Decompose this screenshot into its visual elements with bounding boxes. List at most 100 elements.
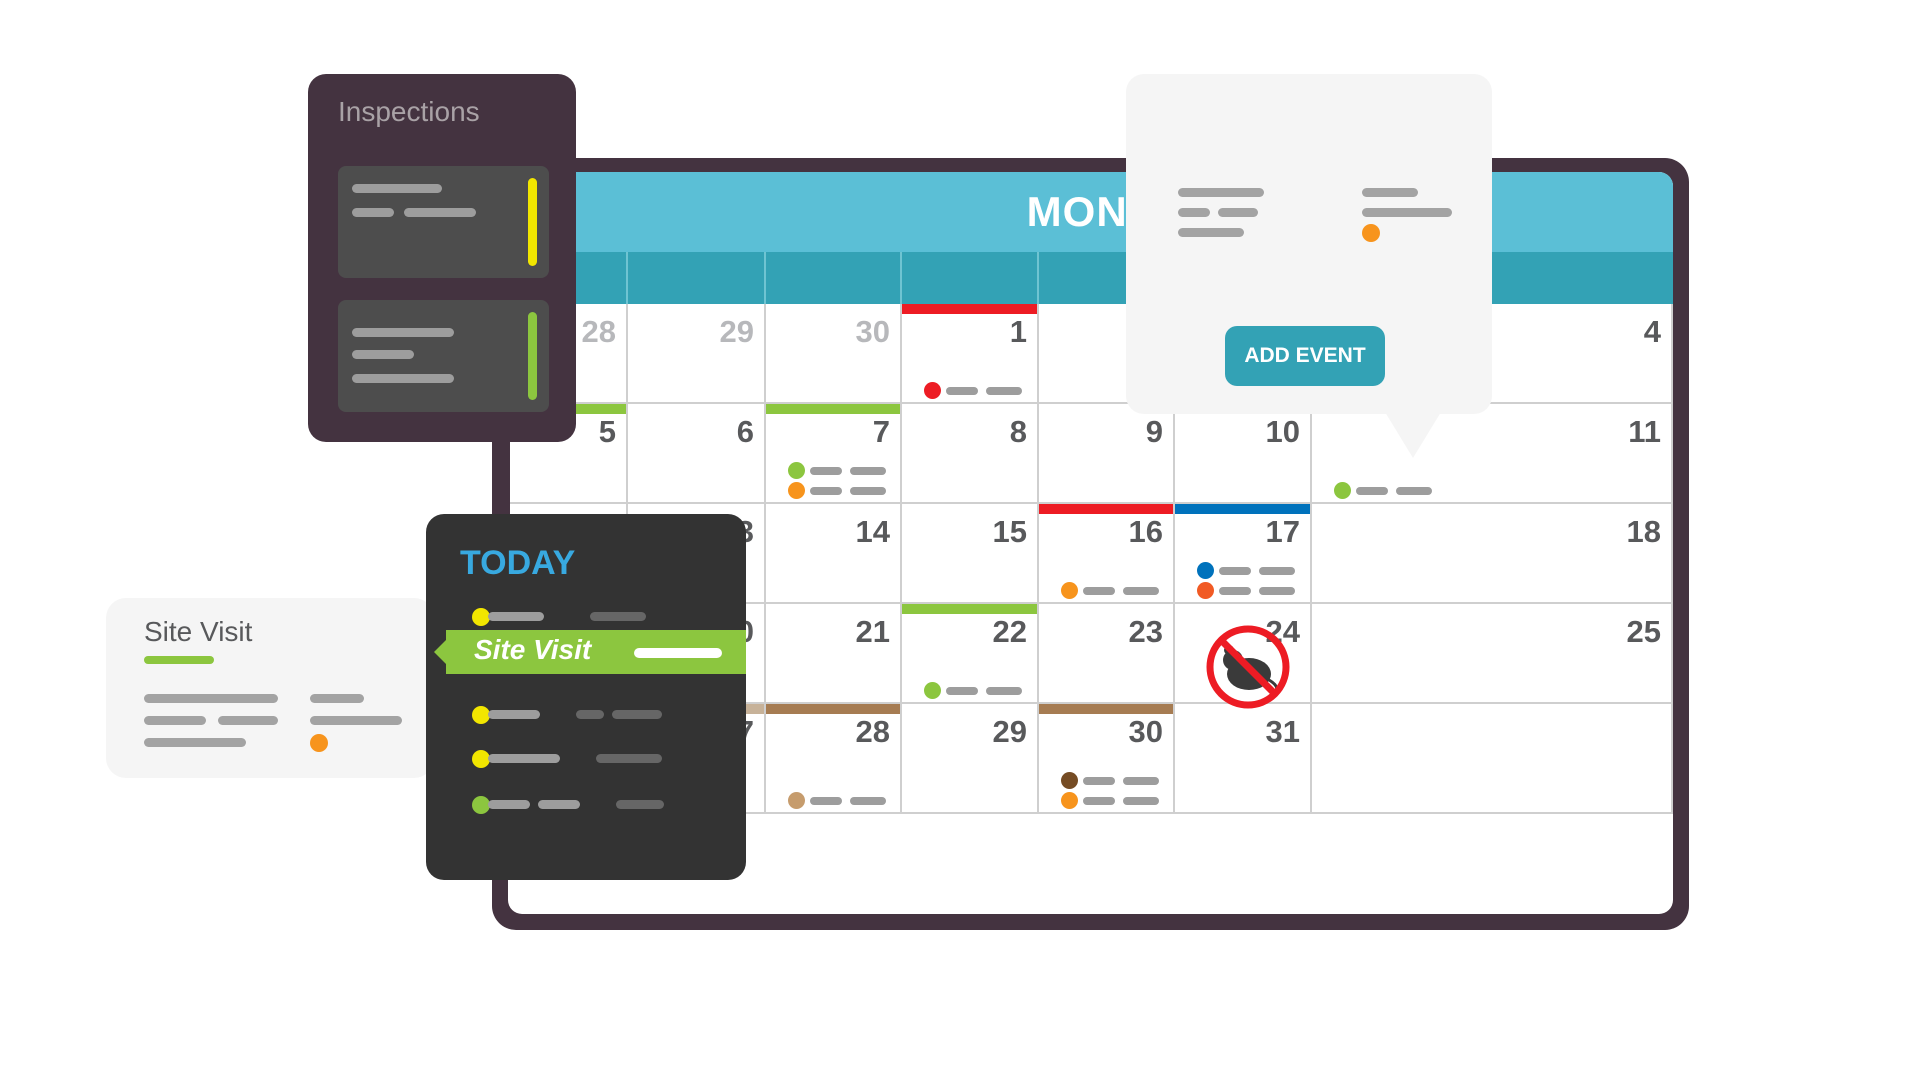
event-dot (1334, 482, 1351, 499)
placeholder-line (488, 710, 540, 719)
day-number: 10 (1265, 414, 1300, 449)
placeholder-line (634, 648, 722, 658)
calendar-day[interactable] (1312, 704, 1673, 814)
day-number: 17 (1265, 514, 1300, 549)
day-number: 24 (1265, 614, 1300, 649)
placeholder-line (352, 350, 414, 359)
site-visit-title: Site Visit (144, 616, 253, 647)
event-dot (1197, 562, 1214, 579)
calendar-day[interactable]: 9 (1039, 404, 1175, 504)
calendar-day[interactable]: 4 (1312, 304, 1673, 404)
calendar-day[interactable]: 10 (1175, 404, 1312, 504)
calendar-day[interactable]: 23 (1039, 604, 1175, 704)
calendar-day[interactable]: 6 (628, 404, 766, 504)
day-number: 30 (1128, 714, 1163, 749)
calendar-day[interactable]: 29 (628, 304, 766, 404)
today-event-row[interactable] (426, 700, 746, 730)
placeholder-line (850, 467, 886, 475)
event-item[interactable] (924, 682, 1031, 699)
event-item[interactable] (788, 792, 894, 809)
popover-tail (1385, 412, 1441, 458)
placeholder-line (352, 328, 454, 337)
calendar-day[interactable]: 14 (766, 504, 902, 604)
status-accent (528, 312, 537, 400)
placeholder-line (616, 800, 664, 809)
event-item[interactable] (1061, 792, 1167, 809)
calendar-day[interactable]: 21 (766, 604, 902, 704)
placeholder-line (1259, 567, 1295, 575)
event-dot (472, 750, 490, 768)
calendar-day[interactable]: 17 (1175, 504, 1312, 604)
today-title: TODAY (460, 544, 576, 582)
weekday-divider (626, 252, 628, 304)
placeholder-line (850, 487, 886, 495)
placeholder-line (810, 467, 842, 475)
placeholder-line (1362, 208, 1452, 217)
event-item[interactable] (788, 462, 894, 479)
calendar-day[interactable]: 30 (1039, 704, 1175, 814)
calendar-day[interactable]: 30 (766, 304, 902, 404)
placeholder-line (1083, 777, 1115, 785)
event-item[interactable] (1061, 772, 1167, 789)
placeholder-line (144, 694, 278, 703)
event-dot (924, 682, 941, 699)
today-event-row[interactable] (426, 790, 746, 820)
status-accent (528, 178, 537, 266)
add-event-button[interactable]: ADD EVENT (1225, 326, 1385, 386)
today-event-row[interactable] (426, 602, 746, 632)
placeholder-line (488, 612, 544, 621)
calendar-day[interactable]: 8 (902, 404, 1039, 504)
calendar-day[interactable]: 25 (1312, 604, 1673, 704)
event-bar (1175, 504, 1310, 514)
event-item[interactable] (1061, 582, 1167, 599)
calendar-day[interactable]: 28 (766, 704, 902, 814)
event-item[interactable] (788, 482, 894, 499)
calendar-day[interactable]: 24 (1175, 604, 1312, 709)
today-event-row[interactable] (426, 744, 746, 774)
inspections-title: Inspections (338, 96, 480, 127)
calendar-day[interactable]: 18 (1312, 504, 1673, 604)
day-number: 4 (1643, 314, 1661, 349)
placeholder-line (1219, 567, 1251, 575)
day-number: 15 (992, 514, 1027, 549)
placeholder-line (1396, 487, 1432, 495)
calendar-day[interactable]: 11 (1312, 404, 1673, 504)
event-item[interactable] (1197, 582, 1304, 599)
today-panel: TODAY (426, 514, 746, 880)
placeholder-line (1218, 208, 1258, 217)
placeholder-line (1123, 587, 1159, 595)
placeholder-line (352, 374, 454, 383)
day-number: 14 (855, 514, 890, 549)
placeholder-line (488, 800, 530, 809)
calendar-day[interactable]: 1 (902, 304, 1039, 404)
calendar-day[interactable]: 22 (902, 604, 1039, 704)
placeholder-line (310, 716, 402, 725)
weekday-header (508, 252, 1673, 304)
no-rodent-icon (1203, 622, 1293, 712)
placeholder-line (144, 716, 206, 725)
day-number: 11 (1628, 414, 1661, 449)
month-title: MONT (508, 172, 1673, 252)
placeholder-line (1219, 587, 1251, 595)
placeholder-line (576, 710, 604, 719)
calendar-day[interactable]: 15 (902, 504, 1039, 604)
status-dot (310, 734, 328, 752)
calendar-day[interactable]: 16 (1039, 504, 1175, 604)
day-number: 28 (855, 714, 890, 749)
event-item[interactable] (1197, 562, 1304, 579)
event-item[interactable] (1334, 482, 1665, 499)
calendar-day[interactable]: 29 (902, 704, 1039, 814)
event-dot (472, 608, 490, 626)
event-item[interactable] (924, 382, 1031, 399)
event-dot (924, 382, 941, 399)
placeholder-line (1123, 777, 1159, 785)
placeholder-line (596, 754, 662, 763)
placeholder-line (144, 738, 246, 747)
calendar-day[interactable]: 7 (766, 404, 902, 504)
calendar-day[interactable]: 31 (1175, 704, 1312, 814)
site-visit-popover: Site Visit (106, 598, 434, 778)
inspection-card[interactable] (338, 166, 549, 278)
inspection-card[interactable] (338, 300, 549, 412)
day-number: 23 (1128, 614, 1163, 649)
event-dot (788, 792, 805, 809)
